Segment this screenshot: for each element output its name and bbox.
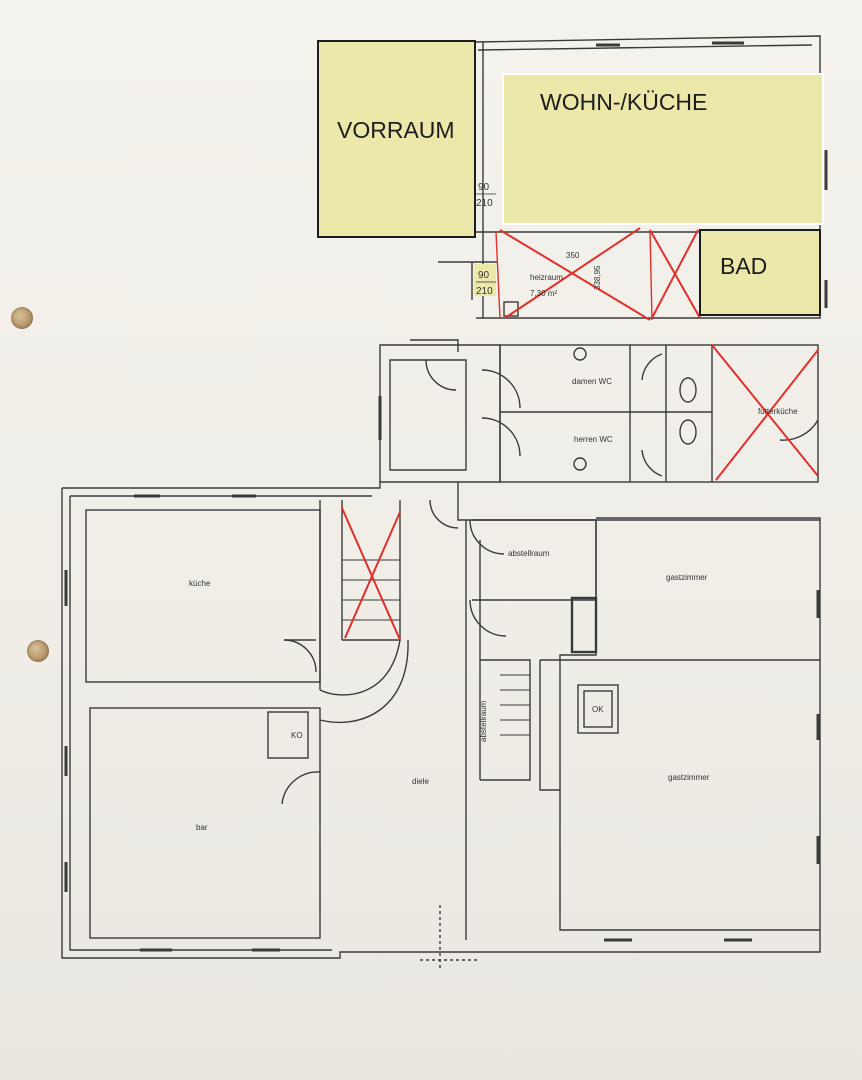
plan-line <box>583 690 613 728</box>
overlay-vorraum-label: VORRAUM <box>337 117 455 143</box>
dim-door2-height: 210 <box>476 286 493 297</box>
plan-line <box>500 674 530 736</box>
plan-line <box>539 659 820 791</box>
plan-line <box>410 339 459 352</box>
plan-line <box>389 359 467 471</box>
dim-door1-height: 210 <box>476 198 493 209</box>
label-heizraum-area: 7,30 m² <box>530 289 557 298</box>
cross-futterkueche <box>711 344 819 481</box>
plan-line <box>64 396 382 892</box>
plan-line <box>469 519 505 555</box>
plan-line <box>281 771 321 805</box>
overlay-bad-label: BAD <box>720 253 768 279</box>
overlay-bad: BAD <box>699 229 821 316</box>
label-gastzimmer-1: gastzimmer <box>666 573 708 582</box>
label-diele: diele <box>412 777 429 786</box>
punch-hole-top <box>11 307 33 329</box>
label-damen-wc: damen WC <box>572 377 612 386</box>
plan-line <box>495 229 653 321</box>
plan-line <box>481 417 521 457</box>
label-ok: OK <box>592 705 604 714</box>
plan-line <box>341 227 819 641</box>
plan-line <box>425 359 457 391</box>
label-bar: bar <box>196 823 208 832</box>
plan-line <box>438 261 498 300</box>
overlay-wohn-kueche-label: WOHN-/KÜCHE <box>540 89 708 115</box>
label-ko: KO <box>291 731 303 740</box>
plan-line <box>457 482 820 521</box>
dim-heizraum-side: 338,95 <box>593 265 602 290</box>
cross-bad-side <box>649 229 701 319</box>
plan-line <box>319 639 401 696</box>
plan-line <box>679 377 697 403</box>
plan-line <box>69 495 372 951</box>
kitchen-walls <box>85 509 321 683</box>
plan-line <box>429 499 459 529</box>
plan-line <box>469 599 507 637</box>
overlay-wohn-kueche: WOHN-/KÜCHE <box>502 73 824 225</box>
label-abstellraum-2: abstellraum <box>479 700 488 742</box>
plan-line <box>319 639 409 724</box>
label-heizraum: heizraum <box>530 273 563 282</box>
plan-line <box>596 41 744 47</box>
plan-line <box>573 347 587 361</box>
plan-line <box>573 457 587 471</box>
punch-hole-bottom <box>27 640 49 662</box>
plan-line <box>319 500 401 690</box>
plan-line <box>134 494 752 952</box>
main-outer-wall <box>61 482 821 959</box>
dim-door1-width: 90 <box>478 182 490 193</box>
dim-heizraum-length: 350 <box>566 251 580 260</box>
plan-line <box>500 345 713 482</box>
plan-line <box>641 353 663 381</box>
stair-hall <box>379 344 501 483</box>
label-futterkueche: futterküche <box>758 407 798 416</box>
plan-line <box>816 150 828 864</box>
plan-line <box>641 449 663 477</box>
plan-line <box>283 639 317 673</box>
plan-line <box>267 711 309 759</box>
door2-highlight <box>474 264 496 296</box>
plan-line <box>779 419 819 441</box>
plan-line <box>679 419 697 445</box>
label-abstellraum-1: abstellraum <box>508 549 550 558</box>
plan-line <box>342 559 400 621</box>
plan-line <box>577 684 619 734</box>
label-gastzimmer-2: gastzimmer <box>668 773 710 782</box>
overlay-vorraum: VORRAUM <box>317 40 476 238</box>
bar-walls <box>89 707 321 939</box>
label-kueche: küche <box>189 579 211 588</box>
plan-line <box>481 369 521 409</box>
cross-stair <box>341 507 401 641</box>
dim-door2-width: 90 <box>478 270 490 281</box>
label-herren-wc: herren WC <box>574 435 613 444</box>
plan-line <box>477 44 813 51</box>
plan-line <box>570 596 598 654</box>
plan-line <box>420 905 480 970</box>
cross-heizraum <box>499 227 651 321</box>
